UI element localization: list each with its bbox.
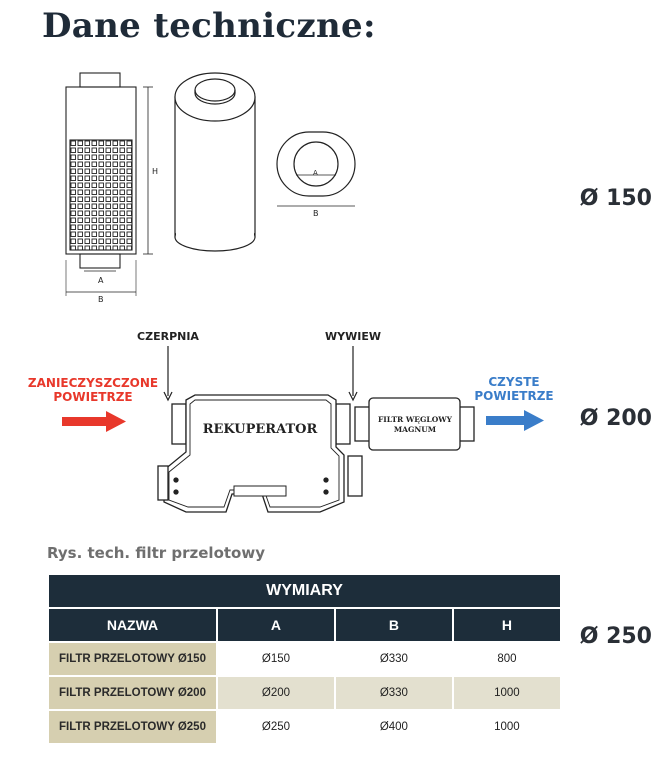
- dirty-air-label-line1: ZANIECZYSZCZONE: [28, 376, 158, 390]
- dimensions-table: WYMIARY NAZWA A B H FILTR PRZELOTOWY Ø15…: [47, 573, 562, 745]
- col-header-name: NAZWA: [49, 609, 216, 641]
- clean-air-label-line1: CZYSTE: [488, 375, 539, 389]
- dim-b-label: B: [98, 295, 104, 304]
- page-title: Dane techniczne:: [42, 6, 376, 46]
- technical-drawings: H A B A B CZERPNIA WYWIEW ZANIECZYSZCZON…: [28, 72, 554, 513]
- czerpnia-arrow-head: [163, 391, 173, 402]
- dim-a-label: A: [98, 276, 104, 285]
- czerpnia-label: CZERPNIA: [137, 330, 199, 343]
- dirty-air-label-line2: POWIETRZE: [53, 390, 132, 404]
- wywiew-arrow-head: [348, 391, 358, 402]
- diameter-250-label: Ø 250: [579, 624, 652, 649]
- carbon-filter-unit: [354, 397, 475, 451]
- col-header-h: H: [453, 609, 560, 641]
- row-h-cell: 800: [497, 653, 517, 665]
- row-name-cell: FILTR PRZELOTOWY Ø250: [49, 711, 216, 743]
- dim-h-label: H: [152, 167, 158, 176]
- table-row: FILTR PRZELOTOWY Ø200 Ø200 Ø330 1000: [49, 677, 560, 709]
- table-title: WYMIARY: [49, 575, 560, 607]
- row-name-cell: FILTR PRZELOTOWY Ø200: [49, 677, 216, 709]
- dirty-air-arrow: [62, 411, 126, 432]
- row-a-cell: Ø250: [261, 721, 291, 733]
- dim-b-top-label: B: [313, 209, 319, 218]
- table-row: FILTR PRZELOTOWY Ø250 Ø250 Ø400 1000: [49, 711, 560, 743]
- recuperator-unit: [157, 394, 363, 513]
- col-header-b: B: [335, 609, 452, 641]
- row-a-cell: Ø150: [261, 653, 291, 665]
- section-drawing: [65, 72, 153, 296]
- filter-label-line1: FILTR WĘGLOWY: [378, 415, 453, 424]
- row-h-cell: 1000: [494, 721, 520, 733]
- row-name-cell: FILTR PRZELOTOWY Ø150: [49, 643, 216, 675]
- row-h-cell: 1000: [453, 677, 560, 709]
- row-a-cell: Ø200: [218, 677, 334, 709]
- row-b-cell: Ø330: [335, 677, 452, 709]
- cylinder-drawing: [174, 72, 256, 252]
- clean-air-arrow: [486, 410, 544, 431]
- wywiew-label: WYWIEW: [325, 330, 381, 343]
- row-b-cell: Ø400: [379, 721, 408, 733]
- diameter-150-label: Ø 150: [579, 186, 652, 211]
- figure-caption: Rys. tech. filtr przelotowy: [47, 544, 265, 562]
- row-b-cell: Ø330: [379, 653, 408, 665]
- recuperator-label: REKUPERATOR: [203, 422, 318, 437]
- dim-a-top-label: A: [313, 169, 318, 177]
- col-header-a: A: [218, 609, 334, 641]
- table-row: FILTR PRZELOTOWY Ø150 Ø150 Ø330 800: [49, 643, 560, 675]
- diameter-200-label: Ø 200: [579, 406, 652, 431]
- top-view-drawing: [276, 131, 356, 207]
- table-header-row: NAZWA A B H: [49, 609, 560, 641]
- clean-air-label-line2: POWIETRZE: [474, 389, 553, 403]
- filter-label-line2: MAGNUM: [394, 425, 436, 434]
